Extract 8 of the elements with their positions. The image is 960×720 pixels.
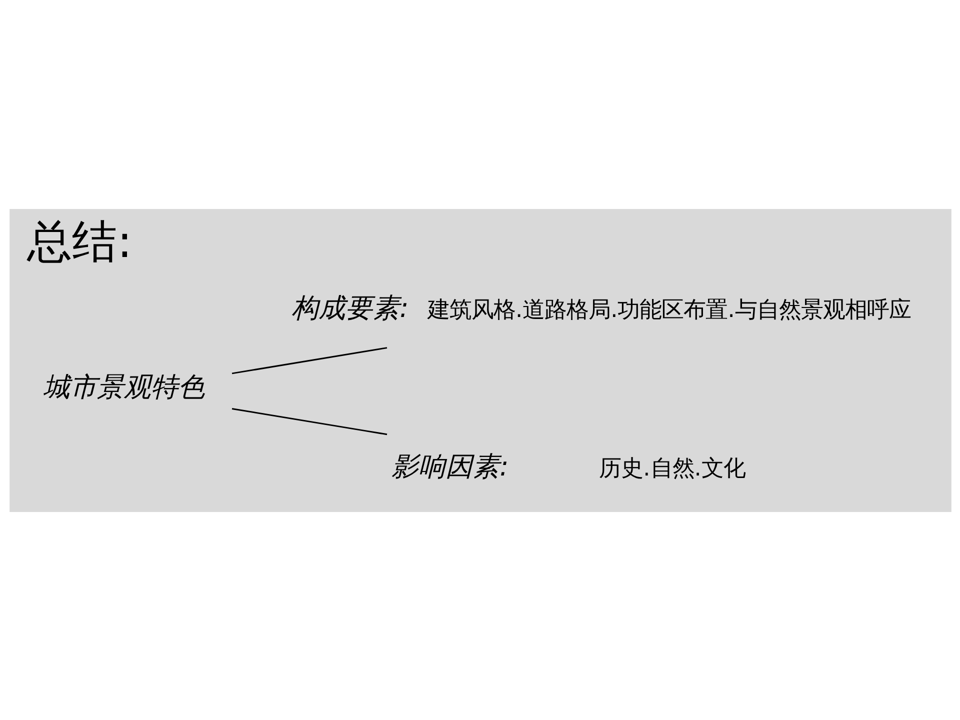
node-text: 构成要素: (291, 292, 408, 324)
node-label: 建筑风格.道路格局.功能区布置.与自然景观相呼应 (427, 296, 910, 323)
diagram-title: 总结: (26, 214, 132, 268)
connector (231, 408, 387, 435)
connector (231, 346, 387, 374)
node-text: 城市景观特色 (42, 372, 205, 403)
node-text: 影响因素: (391, 450, 508, 482)
node-label: 历史.自然.文化 (598, 454, 745, 481)
